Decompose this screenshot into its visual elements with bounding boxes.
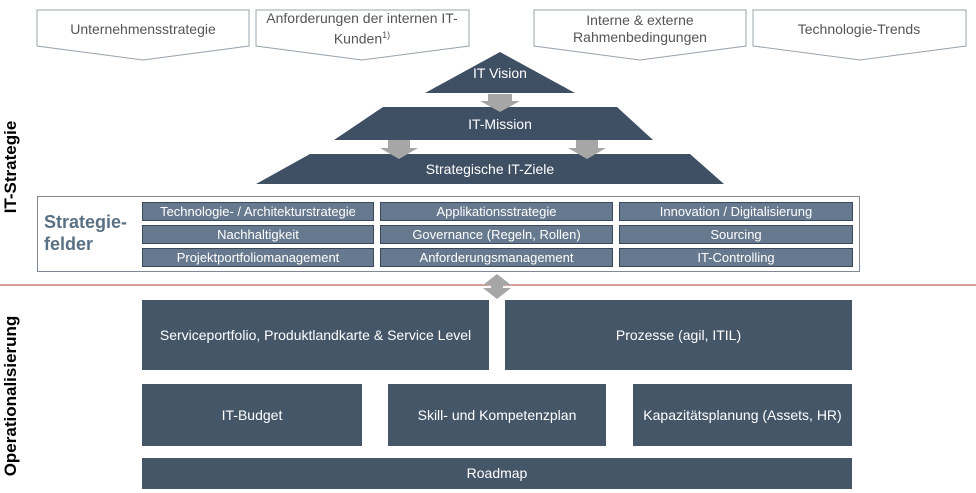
strategy-fields-title: Strategie-felder (44, 212, 128, 254)
box-kapazitaetsplanung: Kapazitätsplanung (Assets, HR) (633, 384, 852, 446)
label-operationalisierung: Operationalisierung (1, 315, 20, 477)
field-applikationsstrategie: Applikationsstrategie (380, 202, 613, 221)
pyramid-vision-text: IT Vision (473, 65, 527, 81)
pyramid-mission-text: IT-Mission (468, 116, 532, 132)
box-it-budget: IT-Budget (142, 384, 362, 446)
input-technologie-trends: Technologie-Trends (797, 20, 921, 37)
pyramid-goals-text: Strategische IT-Ziele (425, 161, 555, 177)
field-technologie-architektur: Technologie- / Architekturstrategie (142, 202, 374, 221)
input-box-3 (533, 9, 747, 61)
input-box-1 (36, 9, 250, 61)
input-unternehmensstrategie: Unternehmensstrategie (70, 20, 216, 37)
pyramid-goals-shape (256, 154, 724, 184)
pyramid-vision-shape (425, 52, 575, 93)
field-it-controlling: IT-Controlling (619, 248, 853, 267)
box-roadmap: Roadmap (142, 458, 852, 489)
pyramid-mission-shape (334, 107, 653, 140)
arrow-vision-to-mission (480, 94, 520, 112)
input-anforderungen: Anforderungen der internen IT-Kunden1) (266, 10, 458, 47)
field-nachhaltigkeit: Nachhaltigkeit (142, 225, 374, 244)
input-rahmenbedingungen: Interne & externe Rahmenbedingungen (573, 12, 707, 45)
arrow-mission-to-goals-right (568, 140, 606, 159)
input-box-4 (752, 9, 967, 61)
field-sourcing: Sourcing (619, 225, 853, 244)
box-prozesse: Prozesse (agil, ITIL) (505, 300, 852, 370)
double-arrow (483, 274, 511, 299)
field-innovation-digitalisierung: Innovation / Digitalisierung (619, 202, 853, 221)
field-anforderungsmanagement: Anforderungsmanagement (380, 248, 613, 267)
box-skill-kompetenzplan: Skill- und Kompetenzplan (388, 384, 606, 446)
field-governance: Governance (Regeln, Rollen) (380, 225, 613, 244)
arrow-mission-to-goals-left (380, 140, 418, 159)
label-it-strategie: IT-Strategie (1, 120, 20, 214)
box-serviceportfolio: Serviceportfolio, Produktlandkarte & Ser… (142, 300, 489, 370)
input-box-2 (255, 9, 470, 61)
field-projektportfoliomanagement: Projektportfoliomanagement (142, 248, 374, 267)
